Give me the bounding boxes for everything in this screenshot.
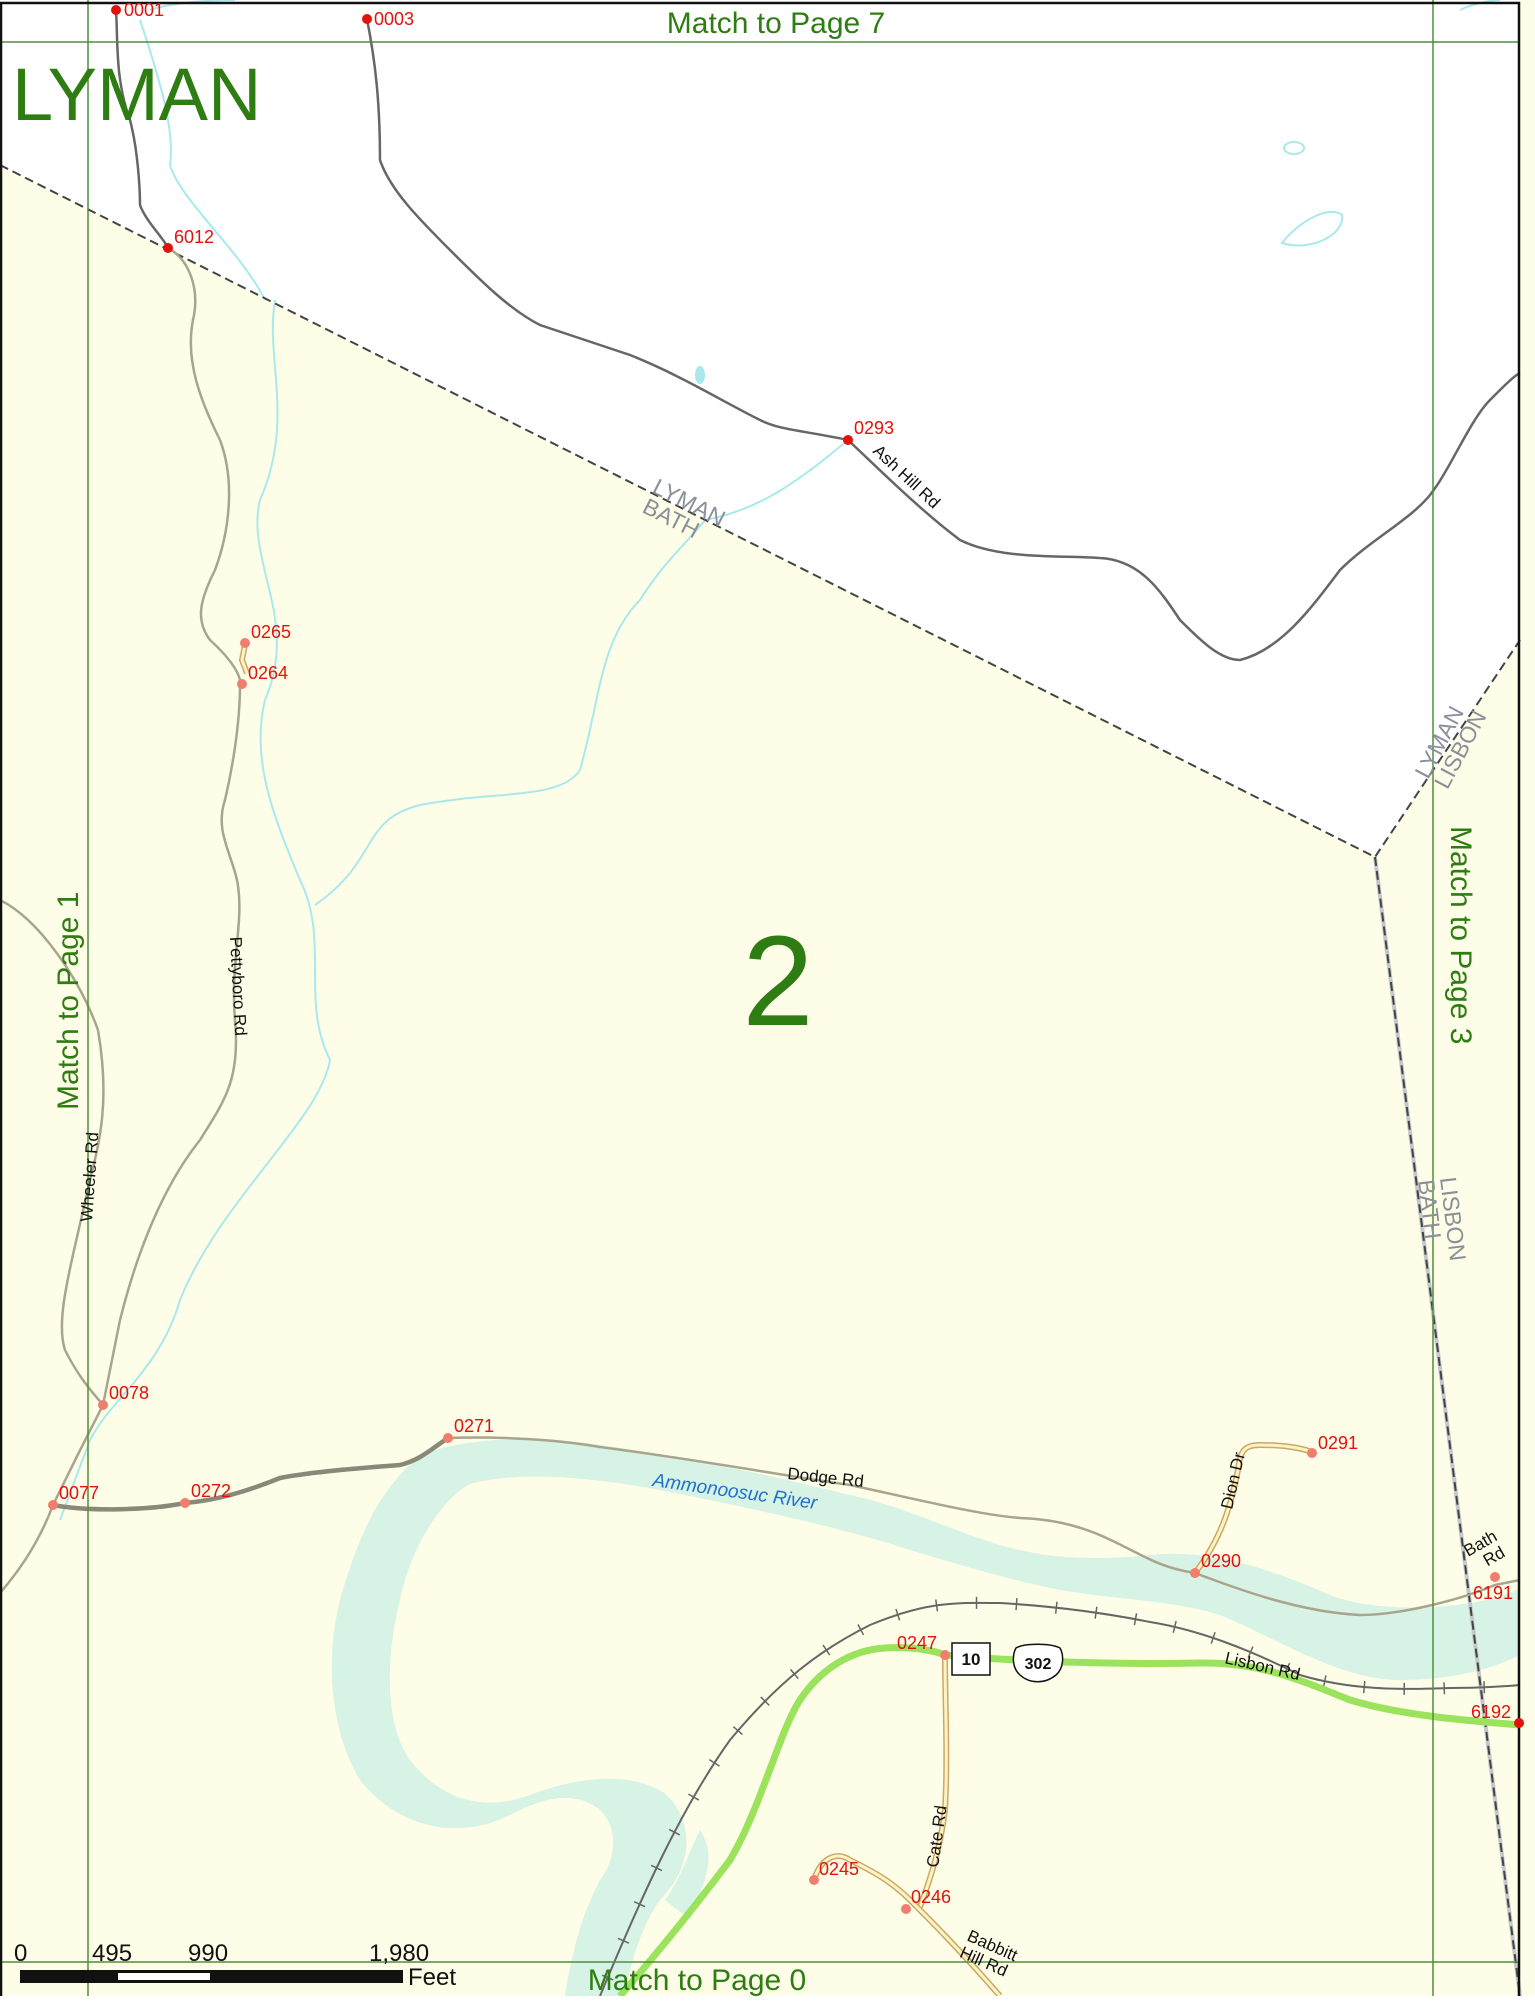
node-label-6192: 6192 [1471, 1702, 1511, 1722]
node-label-6191: 6191 [1473, 1583, 1513, 1603]
node-0077[interactable] [48, 1500, 58, 1510]
scale-bar-outline [20, 1970, 403, 1983]
node-6012[interactable] [163, 243, 173, 253]
match-label-top[interactable]: Match to Page 7 [667, 7, 885, 40]
node-label-0001: 0001 [124, 0, 164, 20]
node-6191[interactable] [1490, 1572, 1500, 1582]
node-label-0290: 0290 [1201, 1551, 1241, 1571]
state-route-number: 10 [962, 1650, 981, 1669]
us-route-shield[interactable]: 302 [1013, 1644, 1062, 1682]
node-label-0272: 0272 [191, 1481, 231, 1501]
scale-unit: Feet [408, 1964, 456, 1991]
state-route-shield[interactable]: 10 [952, 1643, 990, 1675]
page-number: 2 [742, 910, 813, 1053]
node-0271[interactable] [443, 1433, 453, 1443]
match-label-right[interactable]: Match to Page 3 [1444, 826, 1477, 1044]
scale-tick-1980: 1,980 [369, 1940, 429, 1967]
town-name: LYMAN [12, 53, 261, 136]
node-label-0246: 0246 [911, 1887, 951, 1907]
pond-small [695, 366, 705, 384]
scale-tick-990: 990 [188, 1940, 228, 1967]
node-0265[interactable] [240, 638, 250, 648]
node-0245[interactable] [809, 1875, 819, 1885]
node-label-0265: 0265 [251, 622, 291, 642]
node-label-0078: 0078 [109, 1383, 149, 1403]
node-label-0264: 0264 [248, 663, 288, 683]
node-0001[interactable] [111, 5, 121, 15]
match-label-left[interactable]: Match to Page 1 [52, 892, 85, 1110]
node-0291[interactable] [1307, 1448, 1317, 1458]
node-label-6012: 6012 [174, 227, 214, 247]
us-route-number: 302 [1025, 1656, 1052, 1673]
node-label-0291: 0291 [1318, 1433, 1358, 1453]
node-label-0293: 0293 [854, 418, 894, 438]
scale-tick-495: 495 [92, 1940, 132, 1967]
scale-bar-white-segment [118, 1973, 210, 1980]
node-6192[interactable] [1514, 1718, 1524, 1728]
node-0246[interactable] [901, 1904, 911, 1914]
node-0078[interactable] [98, 1400, 108, 1410]
node-label-0077: 0077 [59, 1483, 99, 1503]
node-0293[interactable] [843, 435, 853, 445]
match-label-bottom[interactable]: Match to Page 0 [588, 1964, 806, 1996]
scale-tick-0: 0 [14, 1940, 27, 1967]
railroad-tick [1016, 1598, 1017, 1610]
node-label-0245: 0245 [819, 1859, 859, 1879]
node-0264[interactable] [237, 679, 247, 689]
node-0247[interactable] [940, 1650, 950, 1660]
node-0003[interactable] [362, 14, 372, 24]
node-0290[interactable] [1190, 1568, 1200, 1578]
node-label-0271: 0271 [454, 1416, 494, 1436]
node-0272[interactable] [180, 1498, 190, 1508]
node-label-0247: 0247 [897, 1633, 937, 1653]
node-label-0003: 0003 [374, 9, 414, 29]
